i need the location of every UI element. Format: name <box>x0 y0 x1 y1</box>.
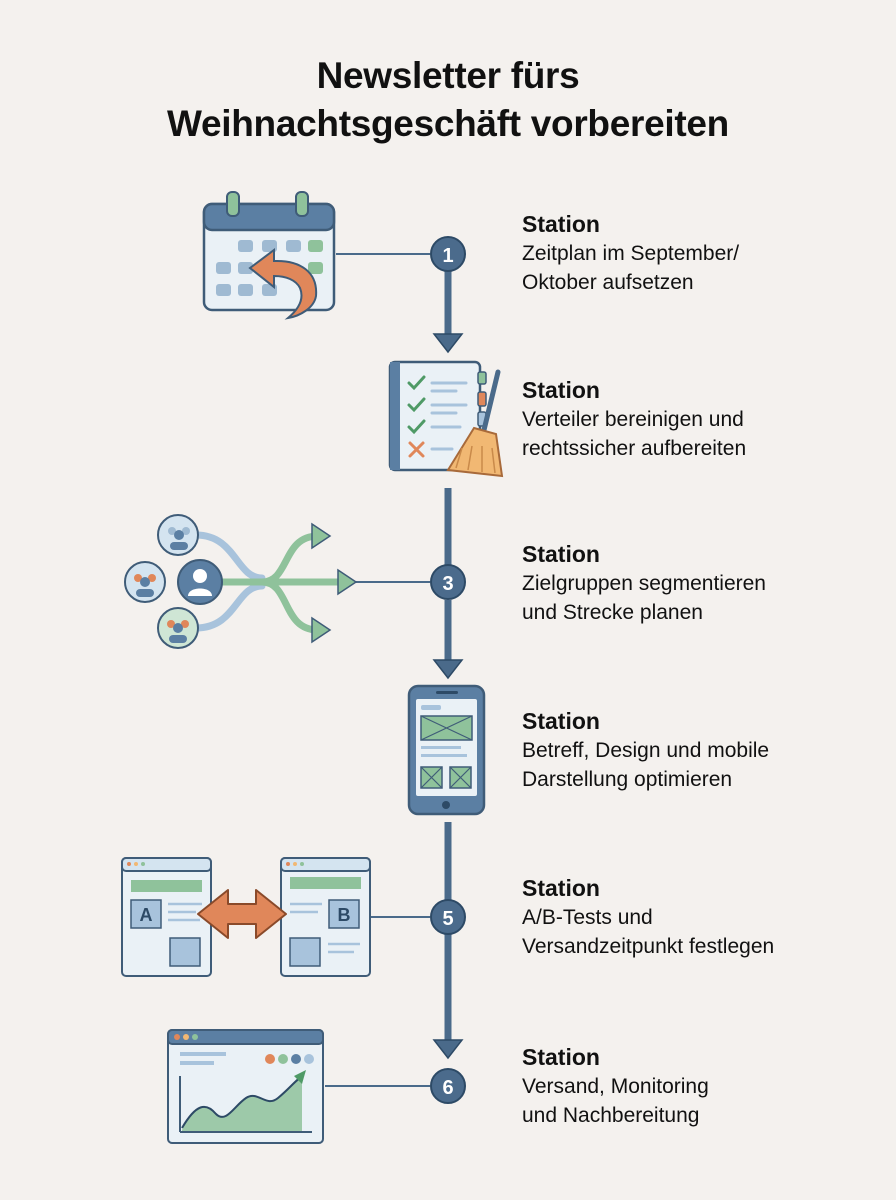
step-description-line: Zielgruppen segmentieren <box>522 572 766 595</box>
mobile-phone-layout-icon <box>407 684 486 816</box>
step-description-line: Darstellung optimieren <box>522 768 733 791</box>
step-description-line: rechtssicher aufbereiten <box>522 437 747 460</box>
analytics-chart-icon <box>167 1029 324 1144</box>
page-title: Newsletter fürs Weihnachtsgeschäft vorbe… <box>0 52 896 148</box>
trend-arrow-icon <box>294 1070 306 1084</box>
ab-test-icon: A B <box>121 857 371 977</box>
step-description-line: und Strecke planen <box>522 601 703 624</box>
step-number-5: 5 <box>430 899 466 935</box>
user-group-icon <box>157 607 199 649</box>
step-description-line: A/B-Tests und <box>522 906 653 929</box>
svg-text:1: 1 <box>442 245 453 267</box>
svg-text:B: B <box>338 905 351 925</box>
step-heading: Station <box>522 377 600 403</box>
double-arrow-icon <box>197 889 287 939</box>
calendar-undo-icon <box>202 191 336 320</box>
step-4-text: Station Betreff, Design und mobile Darst… <box>522 707 882 794</box>
step-description-line: und Nachbereitung <box>522 1104 700 1127</box>
title-line-2: Weihnachtsgeschäft vorbereiten <box>167 103 729 144</box>
step-heading: Station <box>522 541 600 567</box>
step-heading: Station <box>522 875 600 901</box>
step-number-3: 3 <box>430 564 466 600</box>
step-heading: Station <box>522 211 600 237</box>
user-group-icon <box>124 561 166 603</box>
step-description-line: Versand, Monitoring <box>522 1075 709 1098</box>
step-description-line: Betreff, Design und mobile <box>522 739 770 762</box>
arrow-down-icon <box>432 333 464 354</box>
svg-text:A: A <box>140 905 153 925</box>
step-description-line: Verteiler bereinigen und <box>522 408 744 431</box>
user-icon <box>177 559 223 605</box>
user-group-icon <box>157 514 199 556</box>
arrow-down-icon <box>432 659 464 680</box>
title-line-1: Newsletter fürs <box>316 55 580 96</box>
svg-text:6: 6 <box>442 1077 453 1099</box>
variant-b-window: B <box>280 857 371 977</box>
step-description-line: Zeitplan im September/ <box>522 242 740 265</box>
step-6-text: Station Versand, Monitoring und Nachbere… <box>522 1043 882 1130</box>
checklist-broom-icon <box>388 360 504 478</box>
step-2-text: Station Verteiler bereinigen und rechtss… <box>522 376 882 463</box>
step-heading: Station <box>522 1044 600 1070</box>
svg-text:3: 3 <box>442 573 453 595</box>
step-description-line: Oktober aufsetzen <box>522 271 694 294</box>
variant-a-window: A <box>121 857 212 977</box>
audience-segmentation-icon <box>124 514 358 649</box>
step-number-6: 6 <box>430 1068 466 1104</box>
step-1-text: Station Zeitplan im September/ Oktober a… <box>522 210 882 297</box>
svg-text:5: 5 <box>442 908 453 930</box>
arrow-down-icon <box>432 1039 464 1060</box>
step-3-text: Station Zielgruppen segmentieren und Str… <box>522 540 882 627</box>
step-description-line: Versandzeitpunkt festlegen <box>522 935 775 958</box>
step-5-text: Station A/B-Tests und Versandzeitpunkt f… <box>522 874 882 961</box>
step-number-1: 1 <box>430 236 466 272</box>
step-heading: Station <box>522 708 600 734</box>
